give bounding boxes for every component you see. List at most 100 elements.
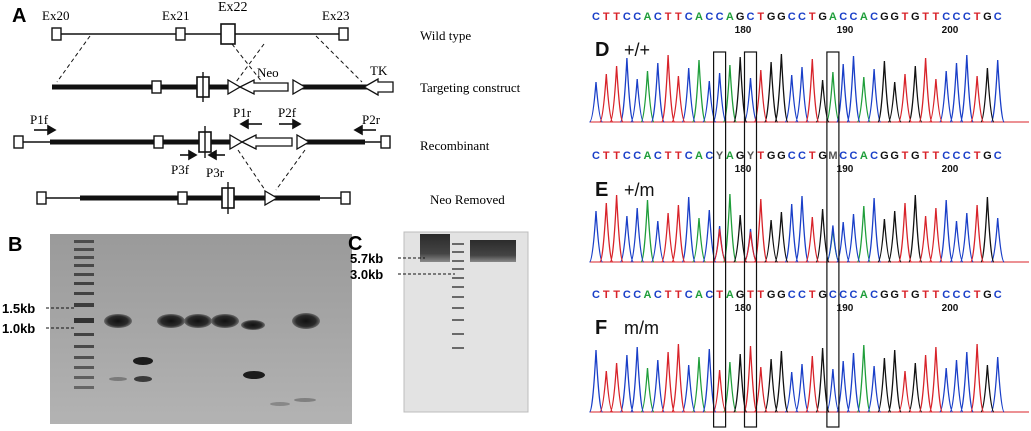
dna-ladder xyxy=(452,243,464,349)
base-call: G xyxy=(767,150,776,162)
base-call: T xyxy=(974,289,981,301)
base-call: T xyxy=(902,150,909,162)
base-call: C xyxy=(654,11,662,23)
base-call: A xyxy=(644,289,652,301)
base-call: C xyxy=(850,150,858,162)
base-call: T xyxy=(933,289,940,301)
trace-peaks xyxy=(588,195,1005,263)
exon-label-23: Ex23 xyxy=(322,8,349,23)
trace-peaks xyxy=(599,343,985,413)
base-call: T xyxy=(902,11,909,23)
base-call: G xyxy=(890,150,899,162)
base-call: G xyxy=(777,289,786,301)
base-call: C xyxy=(963,289,971,301)
trace-peaks xyxy=(733,53,995,123)
genotype-label: +/m xyxy=(624,180,655,200)
primer-label-p3r: P3r xyxy=(206,165,225,180)
panel-letter-e: E xyxy=(595,179,608,201)
panel-a: A Ex20 Ex21 Ex22 Ex23 Wild type xyxy=(12,0,521,214)
primer-arrows xyxy=(34,118,376,161)
genotype-label: m/m xyxy=(624,318,659,338)
exon-label-22: Ex22 xyxy=(218,0,248,15)
base-call: C xyxy=(870,11,878,23)
base-call: A xyxy=(726,289,734,301)
base-call: A xyxy=(860,289,868,301)
base-call: T xyxy=(613,289,620,301)
base-call: C xyxy=(633,150,641,162)
base-call: G xyxy=(890,11,899,23)
base-call: C xyxy=(839,289,847,301)
sequence-position: 190 xyxy=(837,164,854,175)
base-call: A xyxy=(860,150,868,162)
base-call: T xyxy=(613,11,620,23)
band xyxy=(470,240,516,262)
base-call: C xyxy=(798,289,806,301)
base-call: G xyxy=(818,289,827,301)
base-call: G xyxy=(983,150,992,162)
base-call: C xyxy=(623,289,631,301)
base-call: T xyxy=(747,289,754,301)
base-call: C xyxy=(953,289,961,301)
ladder-label-1-0kb: 1.0kb xyxy=(2,321,35,336)
trace-peaks xyxy=(733,194,995,263)
trace-peaks xyxy=(599,54,985,123)
panel-c: C 5.7kb 3.0kb xyxy=(348,231,529,413)
base-call: A xyxy=(695,289,703,301)
base-call: G xyxy=(736,150,745,162)
neo-cassette xyxy=(240,133,293,151)
base-call: C xyxy=(850,289,858,301)
exon-label-20: Ex20 xyxy=(42,8,69,23)
base-call: C xyxy=(798,11,806,23)
base-call: T xyxy=(809,11,816,23)
band xyxy=(294,398,316,402)
gel-bands xyxy=(104,313,320,406)
base-call: C xyxy=(716,11,724,23)
band xyxy=(104,314,132,328)
base-call: T xyxy=(922,11,929,23)
ladder-label-1-5kb: 1.5kb xyxy=(2,301,35,316)
base-call: C xyxy=(705,289,713,301)
base-call: T xyxy=(716,289,723,301)
primer-label-p1r: P1r xyxy=(233,105,252,120)
base-call: A xyxy=(695,150,703,162)
base-call: G xyxy=(880,11,889,23)
exon-box xyxy=(380,135,391,149)
band xyxy=(420,234,450,262)
base-call: C xyxy=(592,11,600,23)
panel-letter-f: F xyxy=(595,317,607,339)
panel-letter-a: A xyxy=(12,5,26,27)
label-neo-removed: Neo Removed xyxy=(430,192,505,207)
sequence-position: 200 xyxy=(942,164,959,175)
base-call: T xyxy=(665,150,672,162)
base-call: C xyxy=(942,11,950,23)
wild-type-allele xyxy=(51,23,349,45)
base-call: Y xyxy=(747,150,755,162)
base-call: T xyxy=(603,11,610,23)
base-call: C xyxy=(963,11,971,23)
base-call: C xyxy=(705,11,713,23)
band xyxy=(292,313,320,329)
base-call: G xyxy=(818,150,827,162)
base-call: T xyxy=(675,289,682,301)
genotype-label: +/+ xyxy=(624,40,650,60)
base-call: T xyxy=(665,11,672,23)
base-call: C xyxy=(685,150,693,162)
base-call: C xyxy=(654,289,662,301)
base-call: C xyxy=(788,11,796,23)
base-call: G xyxy=(911,150,920,162)
base-call: A xyxy=(644,11,652,23)
exon-box xyxy=(13,135,24,149)
panel-letter-d: D xyxy=(595,39,609,61)
base-call: T xyxy=(933,150,940,162)
base-call: T xyxy=(603,289,610,301)
sequence-position: 180 xyxy=(735,303,752,314)
exon-box xyxy=(338,27,349,41)
exon-box xyxy=(36,191,47,205)
band xyxy=(243,371,265,379)
base-call: T xyxy=(757,289,764,301)
base-call: G xyxy=(880,289,889,301)
base-call: G xyxy=(767,11,776,23)
primer-label-p3f: P3f xyxy=(171,162,190,177)
